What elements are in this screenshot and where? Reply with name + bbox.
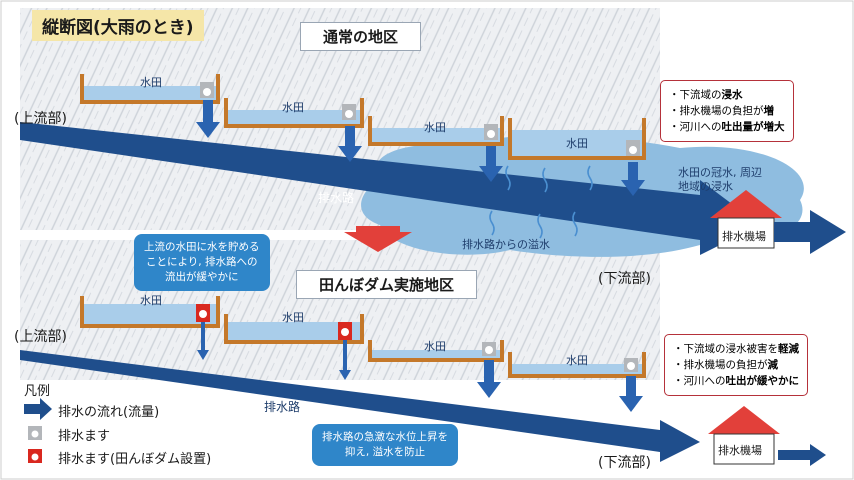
- upstream-label-top: (上流部): [14, 111, 67, 127]
- outflow-arrow: [196, 100, 220, 138]
- outflow-arrow: [621, 162, 645, 196]
- section-title-dam: 田んぼダム実施地区: [296, 270, 478, 299]
- figure-title: 縦断図(大雨のとき): [32, 10, 204, 41]
- outflow-arrow: [338, 126, 362, 162]
- dam-drain-box: [338, 322, 352, 340]
- drain-box: [482, 342, 496, 356]
- paddy-label: 水田: [566, 137, 588, 150]
- effects-box-dam: ・下流域の浸水被害を軽減 ・排水機場の負担が減 ・河川への吐出が緩やかに: [664, 334, 808, 396]
- paddy-label: 水田: [282, 311, 304, 324]
- main-channel-arrow-bottom: [20, 350, 700, 462]
- paddy-label: 水田: [140, 76, 162, 89]
- main-channel-arrow-top: [20, 122, 760, 255]
- effect-line: ・排水機場の負担が増: [669, 105, 774, 117]
- channel-label-top: 排水路: [318, 191, 355, 205]
- drain-box: [626, 140, 640, 156]
- overflow-label: 排水路からの溢水: [462, 238, 550, 251]
- paddy-label: 水田: [566, 354, 588, 367]
- flood-label-line1: 水田の冠水, 周辺: [678, 166, 762, 179]
- paddy-field: [508, 118, 646, 160]
- transition-arrow: [344, 226, 412, 252]
- effect-line: ・下流域の浸水: [669, 89, 743, 101]
- legend-flow-label: 排水の流れ(流量): [58, 405, 160, 420]
- channel-label-bottom: 排水路: [264, 400, 301, 414]
- legend-title: 凡例: [24, 384, 51, 399]
- drain-box: [484, 124, 498, 140]
- effect-line: ・下流域の浸水被害を軽減: [673, 343, 799, 355]
- legend-box-icon: [28, 426, 42, 440]
- outflow-arrow: [479, 146, 503, 182]
- effects-box-normal: ・下流域の浸水 ・排水機場の負担が増 ・河川への吐出量が増大: [660, 80, 794, 142]
- outflow-arrow: [619, 376, 643, 412]
- pump-station-top: [710, 190, 846, 254]
- drain-box: [342, 104, 356, 120]
- paddy-field: [224, 98, 364, 128]
- paddy-label: 水田: [282, 101, 304, 114]
- legend-dam-box-label: 排水ます(田んぼダム設置): [58, 452, 212, 467]
- paddy-label: 水田: [424, 340, 446, 353]
- dam-drain-box: [196, 304, 210, 322]
- drain-box: [200, 82, 214, 98]
- flood-label-line2: 地域の浸水: [678, 180, 733, 193]
- effect-line: ・河川への吐出量が増大: [669, 121, 785, 133]
- effect-line: ・排水機場の負担が減: [673, 359, 778, 371]
- paddy-label: 水田: [140, 294, 162, 307]
- pump-station-label-top: 排水機場: [722, 230, 766, 243]
- paddy-field: [368, 116, 504, 146]
- overflow-squiggles: [489, 165, 593, 239]
- paddy-field: [224, 314, 364, 344]
- pump-station-bottom: [708, 406, 826, 466]
- callout-upstream-storage: 上流の水田に水を貯める ことにより, 排水路への 流出が緩やかに: [134, 234, 270, 291]
- legend-box-label: 排水ます: [58, 429, 111, 444]
- callout-prevent-overflow: 排水路の急激な水位上昇を 抑え, 溢水を防止: [312, 424, 458, 466]
- upstream-label-bottom: (上流部): [14, 329, 67, 345]
- paddy-field: [80, 296, 220, 328]
- outflow-arrow: [477, 360, 501, 398]
- drain-box: [624, 358, 638, 372]
- legend-flow-icon: [24, 398, 52, 420]
- paddy-label: 水田: [424, 121, 446, 134]
- downstream-label-bottom: (下流部): [598, 455, 651, 471]
- outflow-arrow-thin: [197, 322, 209, 360]
- paddy-field: [368, 340, 504, 362]
- legend-dam-box-icon: [28, 449, 42, 463]
- outflow-arrow-thin: [339, 340, 351, 380]
- paddy-field: [508, 352, 646, 378]
- effect-line: ・河川への吐出が緩やかに: [673, 375, 799, 387]
- pump-station-label-bottom: 排水機場: [718, 444, 762, 457]
- downstream-label-top: (下流部): [598, 271, 651, 287]
- section-title-normal: 通常の地区: [300, 22, 422, 51]
